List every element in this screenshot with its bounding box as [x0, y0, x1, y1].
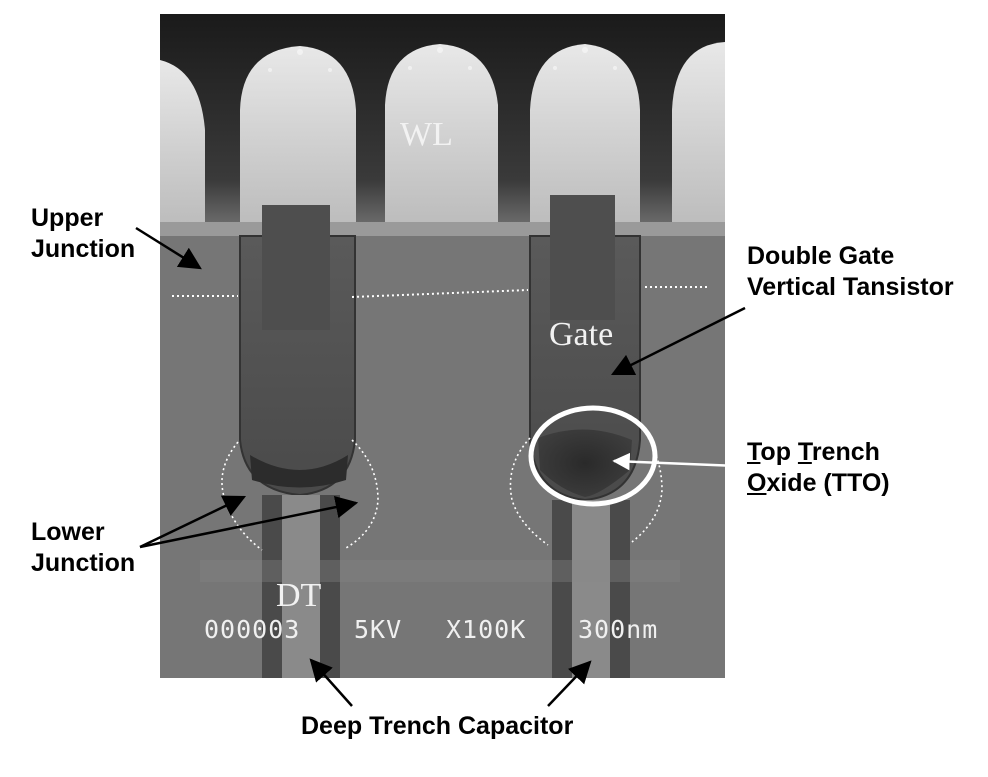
right-tto: [538, 429, 632, 497]
tto-xide: xide (TTO): [766, 469, 890, 497]
scale-bar-voltage: 5KV: [354, 615, 403, 644]
lower-junction-line1: Lower: [31, 518, 105, 546]
double-gate-label: Double Gate Vertical Tansistor: [747, 241, 954, 303]
right-dt-wall-1: [552, 500, 572, 678]
right-dt-wall-2: [610, 500, 630, 678]
upper-junction-boundaries: [172, 286, 708, 298]
wl-label: WL: [400, 116, 453, 153]
arrow-upper-junction: [135, 226, 202, 270]
wl-pillar-1: [240, 46, 356, 222]
left-gate-fill: [262, 205, 330, 330]
right-dt-core: [572, 500, 610, 678]
scale-bar-scale: 300nm: [578, 615, 659, 644]
word-line-pillars: [160, 42, 725, 222]
right-gate-fill: [550, 195, 615, 320]
left-dt-wall-2: [320, 495, 340, 678]
tto-rench: rench: [811, 438, 880, 466]
tto-t2: T: [797, 438, 812, 466]
tto-line1: Top Trench: [747, 437, 890, 468]
callout-arrows: [135, 226, 746, 707]
double-gate-line1: Double Gate: [747, 242, 895, 270]
left-dt-core: [282, 495, 320, 678]
wl-pillar-right-edge: [672, 42, 725, 222]
arrow-deep-trench-2: [547, 660, 592, 707]
arrow-lower-junction-1: [139, 495, 247, 549]
scale-bar-id: 000003: [204, 615, 301, 644]
tto-o: O: [747, 469, 767, 497]
upper-junction-line2: Junction: [31, 235, 136, 263]
arrow-double-gate: [610, 306, 746, 376]
left-tto: [250, 455, 348, 488]
tto-op: op: [760, 438, 798, 466]
wl-pillar-left-edge: [160, 60, 205, 222]
tto-label: Top Trench Oxide (TTO): [747, 437, 890, 499]
lower-junction-boundaries: [221, 424, 663, 551]
lower-junction-label: Lower Junction: [31, 517, 135, 579]
wl-pillar-2: [385, 44, 498, 222]
faint-band: [200, 560, 680, 582]
tto-highlight-ellipse: [528, 405, 658, 507]
dt-label: DT: [276, 577, 322, 614]
tto-t1: T: [747, 438, 761, 466]
gate-label: Gate: [549, 316, 614, 353]
upper-junction-label: Upper Junction: [31, 203, 135, 265]
wl-texture: [268, 47, 617, 72]
upper-junction-line1: Upper: [31, 204, 104, 232]
scale-bar-magnification: X100K: [446, 615, 527, 644]
arrow-lower-junction-2: [139, 496, 359, 549]
wl-pillar-3: [530, 44, 640, 222]
double-gate-line2: Vertical Tansistor: [747, 273, 954, 301]
tto-line2: Oxide (TTO): [747, 468, 890, 499]
lower-junction-line2: Junction: [31, 549, 136, 577]
surface-layer: [160, 222, 725, 236]
deep-trench-label: Deep Trench Capacitor: [301, 712, 574, 740]
arrow-deep-trench-1: [309, 658, 353, 707]
arrow-tto: [612, 452, 739, 471]
left-dt-wall-1: [262, 495, 282, 678]
